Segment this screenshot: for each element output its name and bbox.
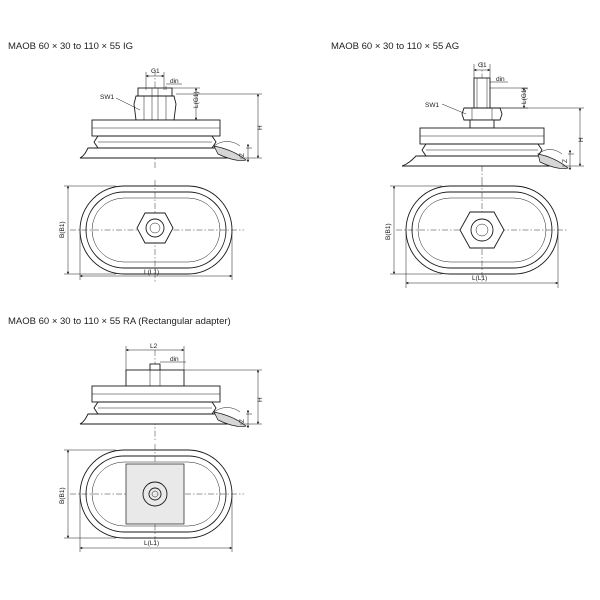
ra-side-view: L2 din H Z	[79, 343, 264, 440]
ag-side-view: G1 din L(G1) SW1 H Z	[401, 62, 585, 180]
ag-label-h: H	[578, 137, 585, 142]
ig-label-din: din	[170, 78, 179, 85]
ig-label-lg1: L(G1)	[193, 91, 200, 108]
ag-label-lg1: L(G1)	[521, 87, 528, 104]
ig-label-h: H	[257, 125, 264, 130]
ig-label-z: Z	[239, 153, 246, 157]
ag-label-z: Z	[562, 159, 569, 163]
ig-top-view: B(B1) L(L1)	[59, 180, 244, 282]
title-ra: MAOB 60 × 30 to 110 × 55 RA (Rectangular…	[8, 316, 231, 327]
ag-label-b: B(B1)	[385, 223, 392, 240]
ra-label-l2: L2	[150, 343, 158, 350]
ra-label-h: H	[257, 397, 264, 402]
ag-label-din: din	[496, 76, 505, 83]
ra-label-b: B(B1)	[59, 487, 66, 504]
ra-label-din: din	[170, 356, 179, 363]
ra-label-z: Z	[239, 419, 246, 423]
ig-label-g1: G1	[151, 68, 160, 75]
ig-label-b: B(B1)	[59, 221, 66, 238]
ag-label-l: L(L1)	[472, 275, 487, 282]
ig-label-l: L(L1)	[144, 269, 159, 276]
title-ig: MAOB 60 × 30 to 110 × 55 IG	[8, 41, 133, 52]
ig-label-sw1: SW1	[100, 94, 114, 101]
ig-side-view: G1 din L(G1) SW1 H Z	[79, 68, 264, 170]
ra-label-l: L(L1)	[144, 540, 159, 547]
ag-label-sw1: SW1	[425, 102, 439, 109]
ag-label-g1: G1	[478, 62, 487, 69]
ra-top-view: B(B1) L(L1)	[59, 444, 244, 552]
title-ag: MAOB 60 × 30 to 110 × 55 AG	[331, 41, 460, 52]
ag-top-view: B(B1) L(L1)	[385, 180, 568, 288]
